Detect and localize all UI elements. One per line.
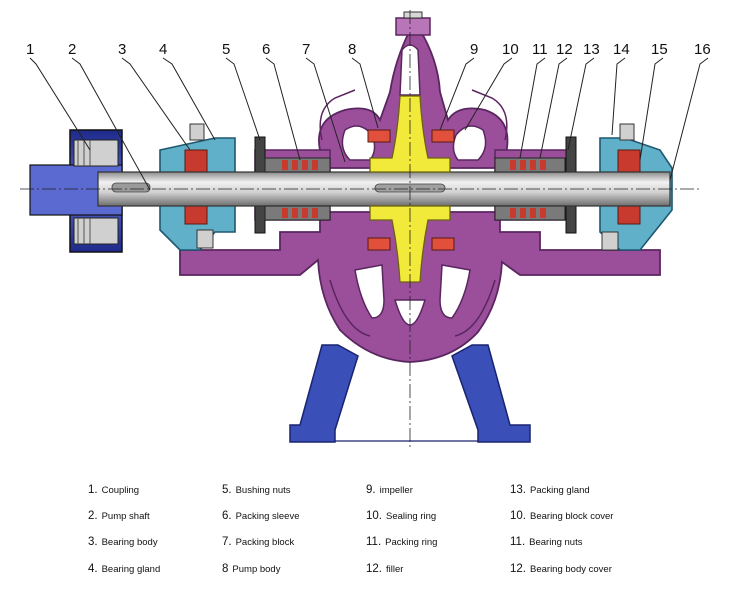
centerlines — [20, 10, 700, 450]
callout-6: 6 — [262, 41, 270, 58]
legend-item: 10.Bearing block cover — [510, 510, 614, 522]
callout-5: 5 — [222, 41, 230, 58]
legend-item: 5.Bushing nuts — [222, 484, 291, 496]
callout-12: 12 — [556, 41, 573, 58]
callout-7: 7 — [302, 41, 310, 58]
callout-13: 13 — [583, 41, 600, 58]
pump-cross-section-diagram: 1 2 3 4 5 6 7 8 9 10 11 12 13 14 15 16 — [20, 10, 711, 450]
callout-9: 9 — [470, 41, 478, 58]
callout-3: 3 — [118, 41, 126, 58]
pump-base — [289, 344, 531, 443]
legend-item: 10.Sealing ring — [366, 510, 437, 522]
sealing-rings — [367, 129, 455, 251]
callout-10: 10 — [502, 41, 519, 58]
parts-legend: 1.Coupling 2.Pump shaft 3.Bearing body 4… — [0, 478, 734, 598]
legend-item: 6.Packing sleeve — [222, 510, 300, 522]
callout-4: 4 — [159, 41, 167, 58]
callout-14: 14 — [613, 41, 630, 58]
callout-16: 16 — [694, 41, 711, 58]
legend-item: 11.Packing ring — [366, 536, 438, 548]
legend-item: 4.Bearing gland — [88, 563, 161, 575]
legend-item: 9.impeller — [366, 484, 413, 496]
callout-8: 8 — [348, 41, 356, 58]
legend-item: 1.Coupling — [88, 484, 140, 496]
callout-2: 2 — [68, 41, 76, 58]
legend-item: 11.Bearing nuts — [510, 536, 583, 548]
callout-11: 11 — [532, 41, 548, 58]
callout-1: 1 — [26, 41, 34, 58]
packing-sleeves — [264, 157, 566, 221]
legend-item: 7.Packing block — [222, 536, 295, 548]
legend-item: 2.Pump shaft — [88, 510, 150, 522]
callout-15: 15 — [651, 41, 668, 58]
legend-item: 3.Bearing body — [88, 536, 158, 548]
legend-item: 12.Bearing body cover — [510, 563, 612, 575]
legend-item: 13.Packing gland — [510, 484, 590, 496]
callout-leaders — [29, 57, 709, 191]
legend-item: 12.filler — [366, 563, 404, 575]
callout-numbers: 1 2 3 4 5 6 7 8 9 10 11 12 13 14 15 16 — [26, 41, 711, 58]
